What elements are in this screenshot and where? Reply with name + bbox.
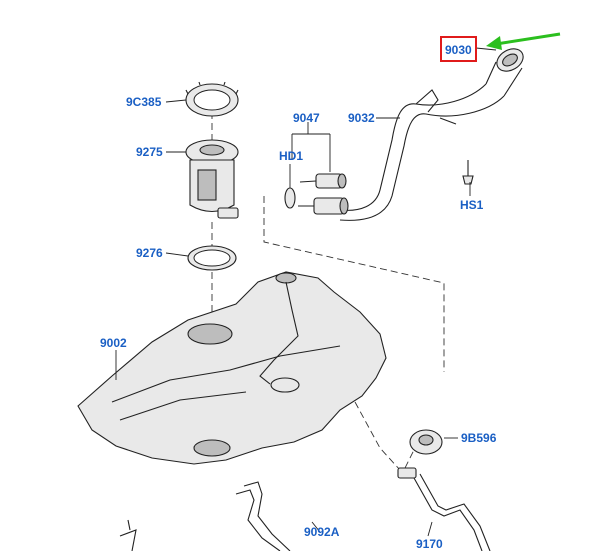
filler-cap-part	[485, 48, 524, 97]
part-label-9275: 9275	[136, 145, 163, 159]
highlight-box	[440, 36, 477, 62]
part-label-9092a: 9092A	[304, 525, 340, 539]
part-label-hs1: HS1	[460, 198, 484, 212]
part-label-9b596: 9B596	[461, 431, 497, 445]
part-label-hd1: HD1	[279, 149, 303, 163]
part-label-9002: 9002	[100, 336, 127, 350]
part-label-9170: 9170	[416, 537, 443, 551]
part-label-9030: 9030	[445, 43, 472, 57]
part-label-9276: 9276	[136, 246, 163, 260]
screw-part	[462, 160, 474, 185]
part-label-9c385: 9C385	[126, 95, 162, 109]
valve-part	[409, 429, 443, 455]
part-label-9032: 9032	[348, 111, 375, 125]
fuel-pump-part	[185, 139, 239, 219]
part-label-9047: 9047	[293, 111, 320, 125]
leader-lines	[115, 47, 497, 537]
fuel-line-part	[397, 467, 491, 551]
strap-part	[119, 481, 291, 551]
fuel-tank-part	[77, 271, 387, 465]
hose-part	[298, 173, 349, 215]
arrow-icon	[486, 32, 561, 50]
seal-part	[187, 245, 237, 271]
filler-pipe-part	[339, 83, 505, 221]
dashed-grouping-lines	[211, 112, 445, 471]
clamp-part	[284, 187, 296, 209]
lock-ring-part	[185, 81, 239, 117]
